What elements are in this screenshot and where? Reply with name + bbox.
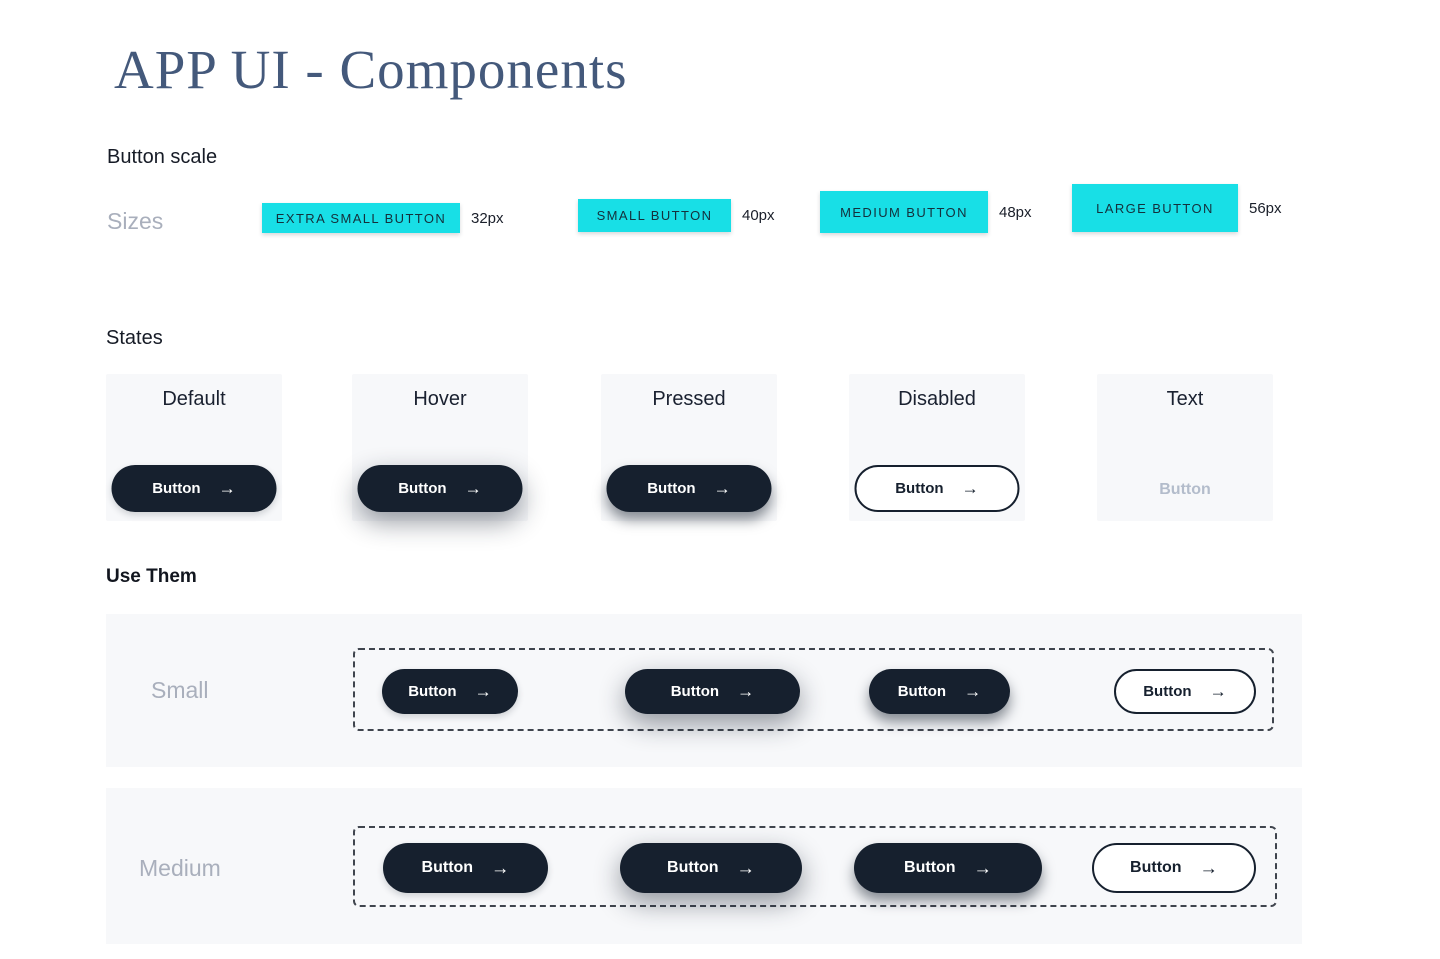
state-card-hover: Hover Button → — [352, 374, 528, 521]
button-pressed-state[interactable]: Button → — [606, 465, 772, 512]
arrow-right-icon: → — [961, 477, 979, 498]
states-heading: States — [106, 327, 163, 349]
arrow-right-icon: → — [1209, 680, 1227, 701]
button-label: Button — [667, 859, 719, 876]
state-card-title: Text — [1166, 388, 1204, 410]
button-label: Button — [421, 859, 474, 876]
dashed-frame: Button → Button → Button → Button → — [353, 648, 1274, 731]
state-card-pressed: Pressed Button → — [601, 374, 777, 521]
button-label: Button — [1143, 683, 1192, 700]
small-row-button-pressed[interactable]: Button → — [869, 669, 1010, 714]
medium-row-button-outline[interactable]: Button → — [1092, 843, 1256, 893]
size-px-label: 56px — [1249, 199, 1282, 217]
button-disabled-state[interactable]: Button → — [854, 465, 1020, 512]
size-item-small: SMALL BUTTON 40px — [578, 199, 775, 232]
small-row-button-outline[interactable]: Button → — [1114, 669, 1256, 714]
page-title: APP UI - Components — [114, 39, 628, 100]
arrow-right-icon: → — [491, 856, 510, 878]
button-label: Button — [904, 859, 956, 876]
button-label: Button — [152, 480, 201, 497]
arrow-right-icon: → — [713, 477, 731, 498]
large-button[interactable]: LARGE BUTTON — [1072, 184, 1238, 232]
small-button[interactable]: SMALL BUTTON — [578, 199, 731, 232]
state-card-title: Pressed — [652, 388, 726, 410]
state-card-text: Text Button — [1097, 374, 1273, 521]
arrow-right-icon: → — [474, 680, 492, 701]
dashed-frame: Button → Button → Button → Button → — [353, 826, 1277, 907]
button-label: Button — [647, 480, 696, 497]
use-them-heading: Use Them — [106, 566, 197, 587]
sizes-label: Sizes — [107, 208, 164, 234]
medium-row-button-hover[interactable]: Button → — [620, 843, 802, 893]
arrow-right-icon: → — [464, 477, 482, 498]
size-item-extra-small: EXTRA SMALL BUTTON 32px — [262, 203, 504, 233]
arrow-right-icon: → — [1199, 856, 1218, 878]
medium-row-button-default[interactable]: Button → — [383, 843, 548, 893]
button-label: Button — [897, 683, 947, 700]
size-px-label: 48px — [999, 203, 1032, 221]
row-label-medium: Medium — [139, 855, 221, 881]
button-label: Button — [895, 480, 944, 497]
button-label: Button — [670, 683, 720, 700]
size-item-large: LARGE BUTTON 56px — [1072, 184, 1282, 232]
small-row-button-default[interactable]: Button → — [382, 669, 518, 714]
use-row-small: Small Button → Button → Button → Button … — [106, 614, 1302, 767]
medium-row-button-pressed[interactable]: Button → — [854, 843, 1042, 893]
use-row-medium: Medium Button → Button → Button → Button… — [106, 788, 1302, 944]
arrow-right-icon: → — [736, 856, 755, 878]
state-card-disabled: Disabled Button → — [849, 374, 1025, 521]
state-card-title: Default — [162, 388, 226, 410]
state-card-title: Disabled — [898, 388, 976, 410]
button-hover-state[interactable]: Button → — [357, 465, 523, 512]
medium-button[interactable]: MEDIUM BUTTON — [820, 191, 988, 233]
row-label-small: Small — [151, 677, 209, 703]
button-label: Button — [408, 683, 457, 700]
button-scale-heading: Button scale — [107, 146, 218, 168]
state-card-title: Hover — [413, 388, 467, 410]
extra-small-button[interactable]: EXTRA SMALL BUTTON — [262, 203, 460, 233]
arrow-right-icon: → — [964, 680, 982, 701]
button-label: Button — [398, 480, 447, 497]
button-text-state[interactable]: Button — [1097, 481, 1273, 499]
size-px-label: 32px — [471, 209, 504, 227]
arrow-right-icon: → — [973, 856, 992, 878]
arrow-right-icon: → — [218, 477, 236, 498]
button-label: Button — [1130, 859, 1182, 876]
size-item-medium: MEDIUM BUTTON 48px — [820, 191, 1032, 233]
state-card-default: Default Button → — [106, 374, 282, 521]
size-px-label: 40px — [742, 207, 775, 224]
small-row-button-hover[interactable]: Button → — [625, 669, 800, 714]
arrow-right-icon: → — [737, 680, 755, 701]
button-default-state[interactable]: Button → — [111, 465, 277, 512]
